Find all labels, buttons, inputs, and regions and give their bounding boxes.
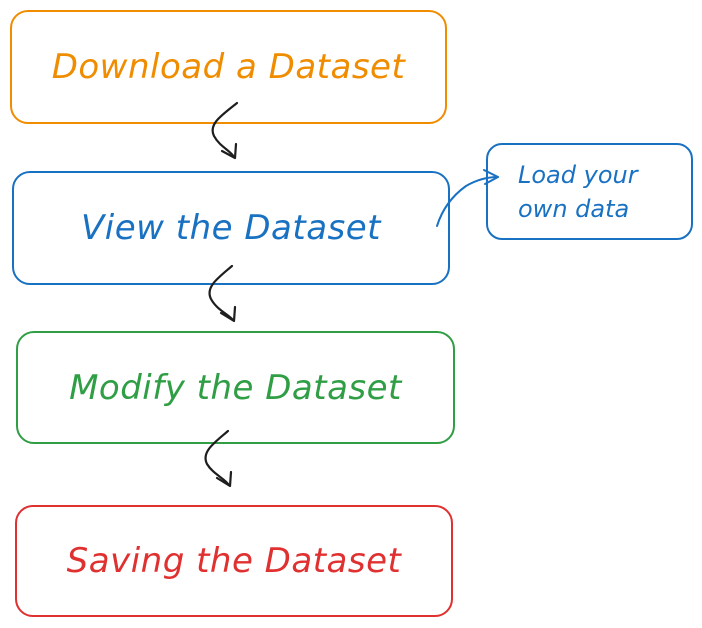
step-modify-dataset: Modify the Dataset xyxy=(16,331,455,444)
step-download-label: Download a Dataset xyxy=(51,47,406,87)
step-saving-dataset: Saving the Dataset xyxy=(15,505,453,617)
step-modify-label: Modify the Dataset xyxy=(69,367,402,408)
step-download-dataset: Download a Dataset xyxy=(10,10,447,124)
side-note-text: Load your own data xyxy=(518,158,638,226)
step-view-dataset: View the Dataset xyxy=(12,171,450,285)
side-note-line1: Load your xyxy=(518,160,638,189)
step-view-label: View the Dataset xyxy=(81,208,381,248)
side-note-line2: own data xyxy=(518,194,630,223)
step-saving-label: Saving the Dataset xyxy=(66,541,402,581)
side-note-load-data: Load your own data xyxy=(486,143,693,240)
